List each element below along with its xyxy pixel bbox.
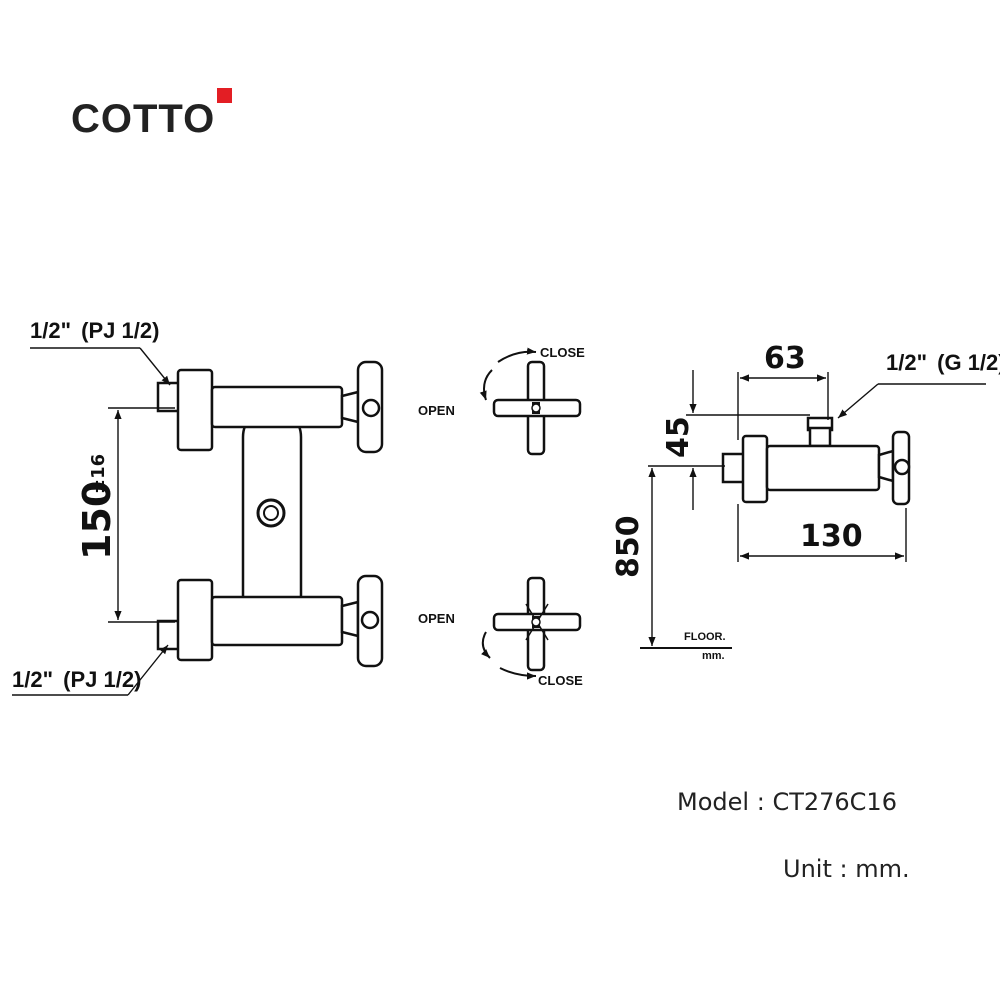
svg-text:1/2" (G 1/2): 1/2" (G 1/2) [886,350,1000,375]
floor-label: FLOOR. [684,631,726,643]
open-label-bottom: OPEN [418,611,455,626]
side-outlet-pipe [808,426,832,448]
close-arrow-bottom [499,667,537,680]
top-valve-body [210,385,344,429]
cotto-logo: COTTO [71,88,232,141]
close-arrow-top [497,347,537,363]
thread-label-bottom-left: 1/2" (PJ 1/2) [12,644,169,696]
bottom-inlet-stub [156,619,182,651]
bottom-valve-body [210,595,344,647]
unit-info: Unit : mm. [783,855,910,883]
top-collar [176,368,214,452]
model-separator: : [756,788,765,816]
side-inlet-stub [721,452,747,484]
top-handle-neck [340,390,360,424]
side-body [765,444,881,492]
floor-height-value: 850 [611,515,646,578]
side-collar [741,434,769,504]
model-info: Model : CT276C16 [677,788,897,816]
brand-name: COTTO [71,97,215,141]
depth-value: 130 [800,519,863,554]
outlet-height-dimension [648,370,810,510]
model-label: Model [677,788,750,816]
handle-detail-top [492,360,582,456]
open-label-top: OPEN [418,403,455,418]
bottom-handle-neck [340,600,360,638]
outlet-width-value: 63 [764,341,806,376]
handle-detail-bottom [492,576,582,672]
svg-text:1/2" (PJ 1/2): 1/2" (PJ 1/2) [12,667,141,692]
side-handle-neck [877,449,895,483]
spacing-value: 150 [75,481,119,560]
front-view [156,360,384,668]
floor-unit: mm. [702,650,725,662]
close-label-bottom: CLOSE [538,673,583,688]
unit-separator: : [839,855,848,883]
spacing-dimension [108,407,175,623]
side-view [721,416,911,506]
brand-red-square [217,88,232,103]
bottom-handle-cap [360,610,380,630]
unit-value: mm. [855,855,910,883]
unit-label: Unit [783,855,832,883]
center-outlet-inner [263,505,279,521]
open-arrow-bottom [481,631,491,659]
thread-label-top-left: 1/2" (PJ 1/2) [30,318,171,386]
open-arrow-top [479,369,493,401]
top-inlet-stub [156,381,182,413]
thread-label-outlet: 1/2" (G 1/2) [837,350,1000,419]
top-handle-cap [361,398,381,418]
outlet-height-value: 45 [661,416,696,458]
depth-dimension [737,504,907,562]
bottom-collar [176,578,214,662]
close-label-top: CLOSE [540,345,585,360]
floor-height-dimension [640,468,732,649]
svg-text:1/2" (PJ 1/2): 1/2" (PJ 1/2) [30,318,159,343]
spacing-tolerance: ±16 [88,454,109,494]
side-handle-cap [893,458,911,476]
model-value: CT276C16 [772,788,897,816]
outlet-width-dimension [737,372,829,440]
